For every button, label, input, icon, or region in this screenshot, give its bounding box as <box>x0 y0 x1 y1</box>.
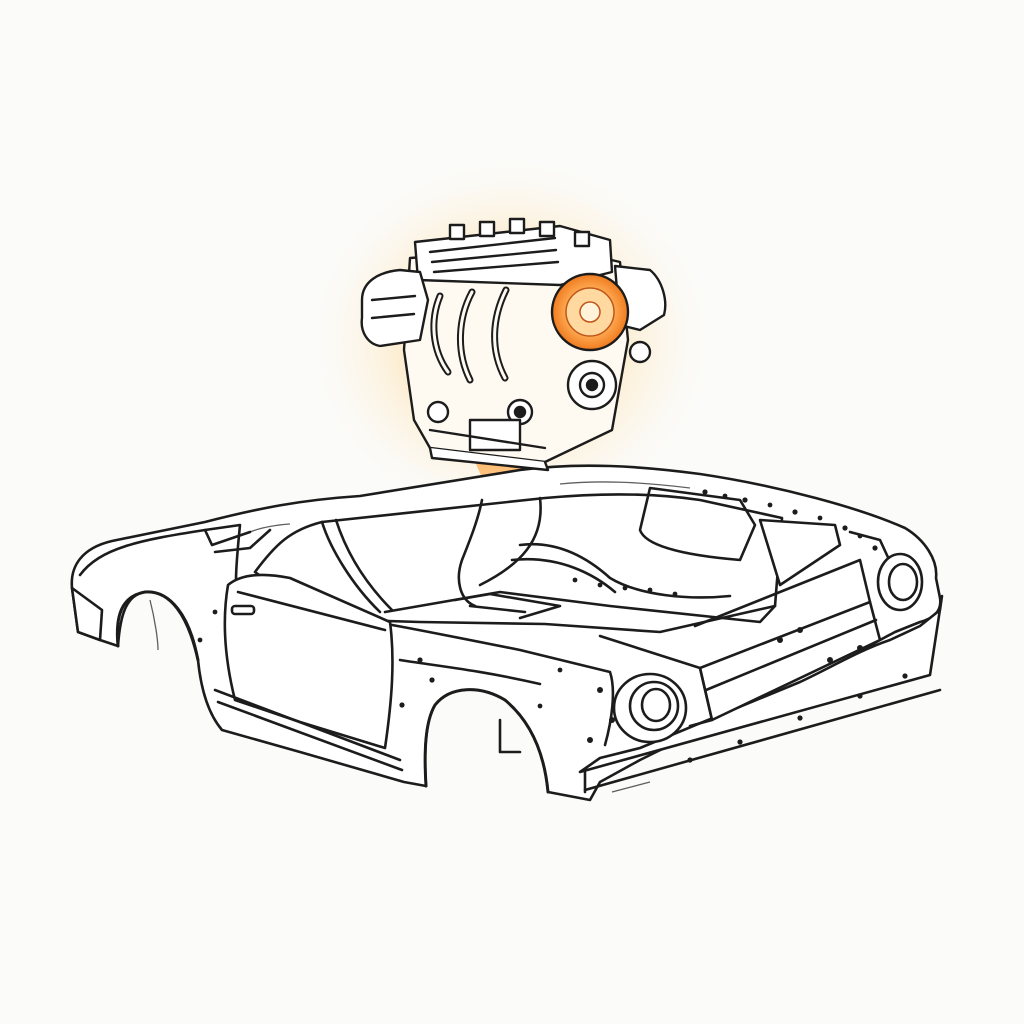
rear-bumper <box>578 594 944 774</box>
quarter-panel <box>390 623 615 747</box>
body-rivets <box>197 489 908 763</box>
ink-accents <box>149 481 691 793</box>
rear-wheel-arch <box>115 590 200 662</box>
car-body-shell <box>70 464 944 802</box>
front-bumper <box>70 586 104 642</box>
rear-window-frame <box>638 486 757 562</box>
engine <box>360 217 667 472</box>
center-arch <box>457 498 484 608</box>
left-fender <box>78 523 242 582</box>
door-handle <box>230 604 256 616</box>
front-wheel-arch <box>423 688 550 794</box>
side-sill <box>213 688 404 772</box>
side-door <box>223 573 394 750</box>
air-intake-box <box>360 268 430 348</box>
a-pillar <box>320 520 382 614</box>
